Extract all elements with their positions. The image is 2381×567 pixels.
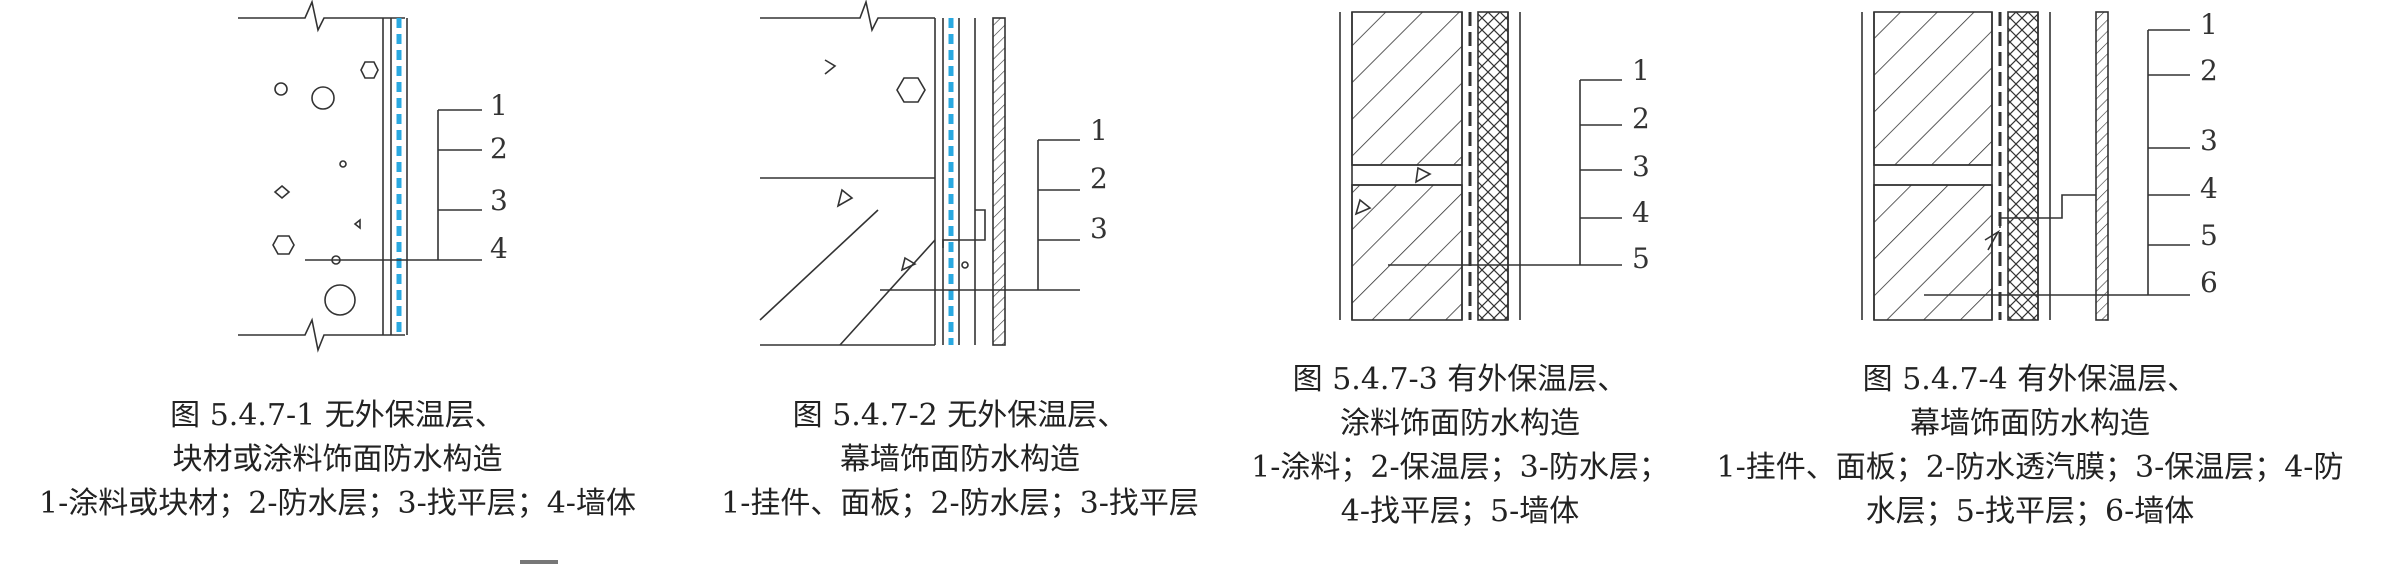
fig4-caption-title: 图 5.4.7-4 有外保温层、	[1862, 362, 2198, 397]
fig3-callout-labels: 1 2 3 4 5	[1632, 54, 1650, 275]
fig2-callout-labels: 1 2 3	[1090, 114, 1108, 245]
fig3-caption: 图 5.4.7-3 有外保温层、 涂料饰面防水构造 1-涂料；2-保温层；3-防…	[1245, 358, 1675, 534]
fig4-legend-line-2: 水层；5-找平层；6-墙体	[1865, 494, 2195, 529]
fig3-legend-line-1: 1-涂料；2-保温层；3-防水层；	[1251, 450, 1669, 485]
fig4-legend-line-1: 1-挂件、面板；2-防水透汽膜；3-保温层；4-防	[1716, 450, 2344, 485]
fig1-drawing	[238, 0, 482, 353]
fig1-caption: 图 5.4.7-1 无外保温层、 块材或涂料饰面防水构造 1-涂料或块材；2-防…	[20, 394, 655, 526]
fig2-drawing	[759, 0, 1080, 346]
fig4-callout-2: 2	[2200, 54, 2218, 87]
fig1-caption-subtitle: 块材或涂料饰面防水构造	[172, 442, 503, 477]
fig2-legend-line-1: 1-挂件、面板；2-防水层；3-找平层	[721, 486, 1199, 521]
fig1-callout-labels: 1 2 3 4	[490, 89, 508, 265]
small-mark	[520, 560, 558, 564]
fig3-callout-1: 1	[1632, 54, 1650, 87]
fig3-callout-5: 5	[1632, 242, 1650, 275]
fig2-caption-title: 图 5.4.7-2 无外保温层、	[792, 398, 1128, 433]
fig2-callout-1: 1	[1090, 114, 1108, 147]
fig2-callout-3: 3	[1090, 212, 1108, 245]
fig1-break-line-top	[238, 0, 405, 33]
fig4-callout-3: 3	[2200, 124, 2218, 157]
fig3-legend-line-2: 4-找平层；5-墙体	[1340, 494, 1580, 529]
fig3-callout-3: 3	[1632, 150, 1650, 183]
fig1-callout-1: 1	[490, 89, 508, 122]
fig1-callout-3: 3	[490, 184, 508, 217]
fig3-caption-subtitle: 涂料饰面防水构造	[1340, 406, 1580, 441]
fig3-callout-2: 2	[1632, 102, 1650, 135]
fig1-callout-2: 2	[490, 132, 508, 165]
fig2-caption: 图 5.4.7-2 无外保温层、 幕墙饰面防水构造 1-挂件、面板；2-防水层；…	[680, 394, 1240, 526]
fig4-drawing	[1861, 11, 2190, 321]
fig1-break-line-bottom	[238, 317, 405, 353]
fig4-callout-labels: 1 2 3 4 5 6	[2200, 8, 2218, 299]
fig3-callout-4: 4	[1632, 196, 1650, 229]
fig4-callout-4: 4	[2200, 172, 2218, 205]
fig3-caption-title: 图 5.4.7-3 有外保温层、	[1292, 362, 1628, 397]
fig1-callout-4: 4	[490, 232, 508, 265]
fig4-callout-1: 1	[2200, 8, 2218, 41]
fig1-legend-line-1: 1-涂料或块材；2-防水层；3-找平层；4-墙体	[39, 486, 636, 521]
fig1-caption-title: 图 5.4.7-1 无外保温层、	[170, 398, 505, 433]
fig4-caption-subtitle: 幕墙饰面防水构造	[1910, 406, 2150, 441]
fig2-break-line-top	[760, 0, 935, 33]
fig4-callout-5: 5	[2200, 219, 2218, 252]
fig3-drawing	[1339, 11, 1622, 321]
fig4-callout-6: 6	[2200, 266, 2218, 299]
fig2-caption-subtitle: 幕墙饰面防水构造	[840, 442, 1080, 477]
fig4-caption: 图 5.4.7-4 有外保温层、 幕墙饰面防水构造 1-挂件、面板；2-防水透汽…	[1700, 358, 2360, 534]
fig2-callout-2: 2	[1090, 162, 1108, 195]
